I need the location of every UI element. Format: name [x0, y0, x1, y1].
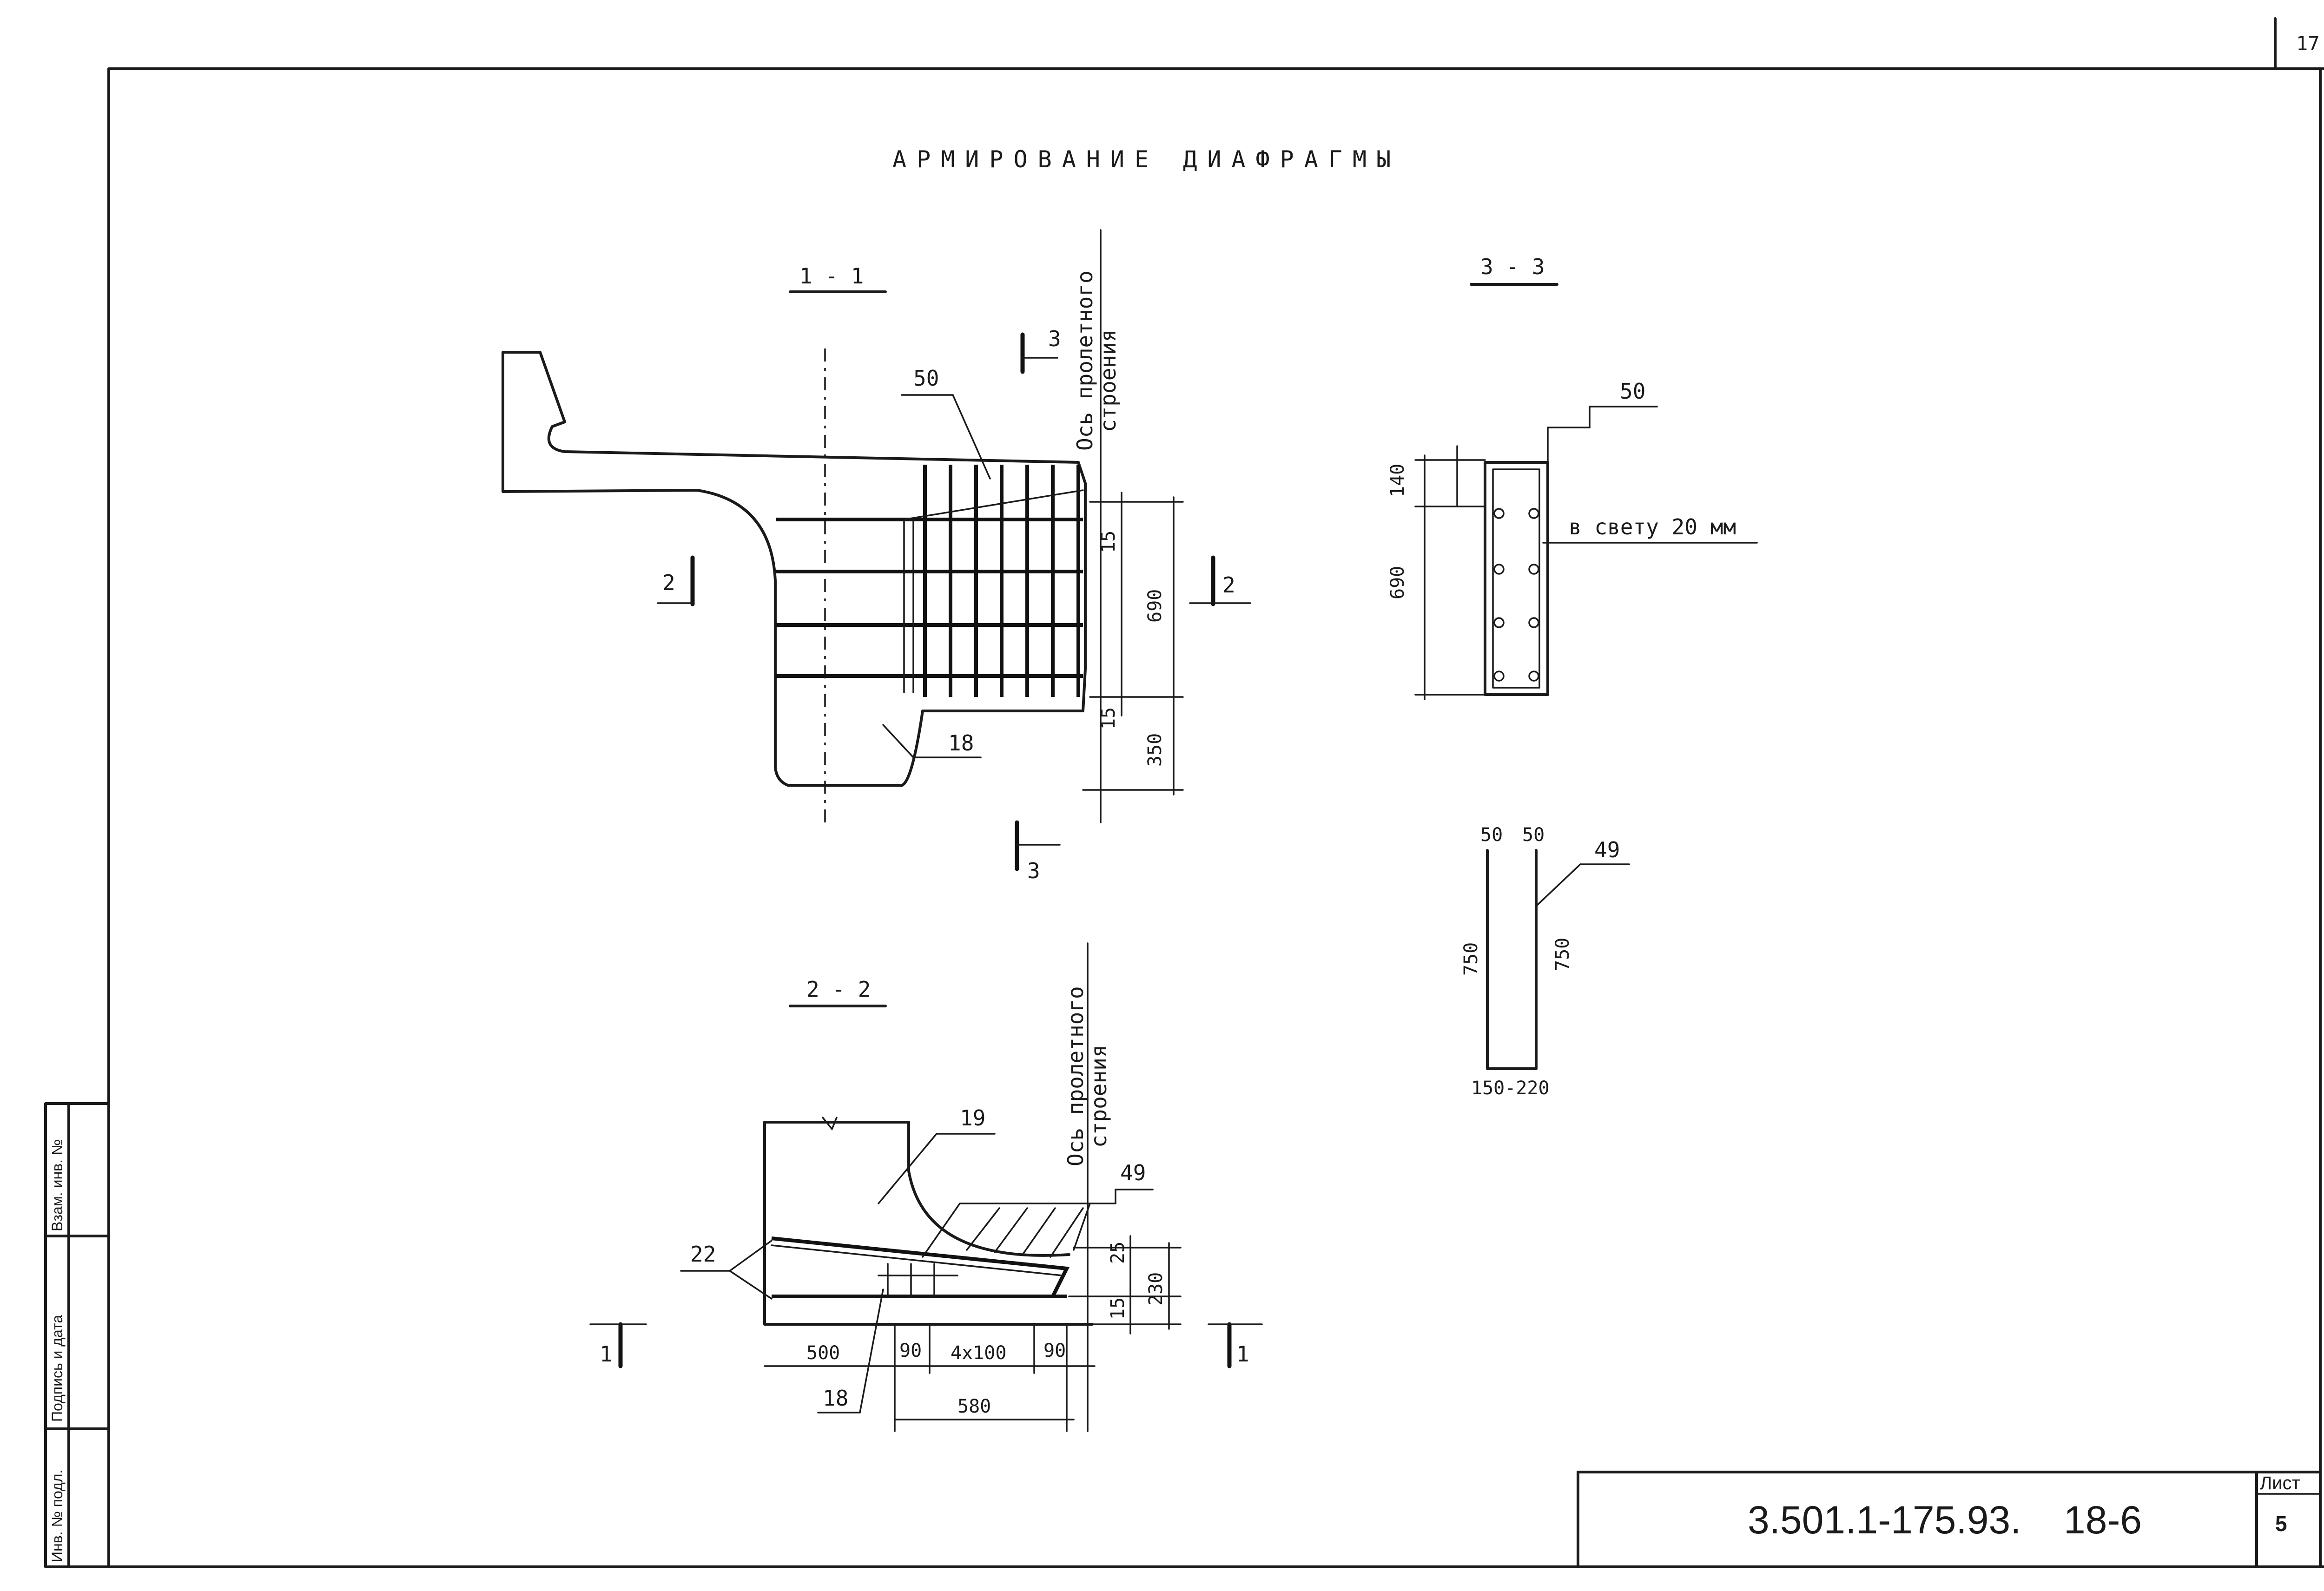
s33-clear-note: в свету 20 мм — [1569, 514, 1736, 539]
section-1-1: 1 - 1 Ось пролетного строения 3 3 — [502, 229, 1251, 883]
bar49-bottom-dim: 150-220 — [1471, 1078, 1550, 1099]
rebar-dots-s33 — [1493, 508, 1539, 682]
dim-s33-690: 690 — [1387, 566, 1408, 599]
side-stamp-label-3: Взам. инв. № — [49, 1139, 66, 1231]
cut-3-bottom-label: 3 — [1027, 858, 1040, 883]
section-2-2: 2 - 2 Ось пролетного строения 19 — [589, 942, 1263, 1432]
bar49-right-dim: 750 — [1552, 938, 1573, 971]
dim-s11-350: 350 — [1144, 733, 1166, 767]
side-stamp: Инв. № подл. Подпись и дата Взам. инв. № — [44, 1102, 110, 1568]
bar49-top-dim-1: 50 — [1480, 824, 1503, 846]
callout-18-s22: 18 — [823, 1386, 848, 1411]
callout-49: 49 — [1120, 1160, 1146, 1185]
bar49-left-dim: 750 — [1460, 942, 1482, 976]
sheet-number: 5 — [2275, 1512, 2287, 1536]
dim-s22-230: 230 — [1145, 1272, 1167, 1306]
cut-2-left-label: 2 — [662, 570, 675, 595]
sheet-number-label: Лист — [2260, 1473, 2300, 1493]
side-stamp-label-1: Инв. № подл. — [49, 1470, 66, 1562]
section-3-3-label: 3 - 3 — [1480, 254, 1545, 279]
dim-s22-90-left: 90 — [899, 1340, 922, 1361]
dim-s33-140: 140 — [1387, 464, 1408, 497]
sheet-code: 18-6 — [2064, 1498, 2142, 1542]
section-1-1-axis-label-1: Ось пролетного — [1072, 270, 1097, 451]
cut-2-right-label: 2 — [1222, 572, 1235, 598]
section-2-2-axis-label-2: строения — [1086, 1045, 1111, 1148]
callout-50-s11: 50 — [913, 366, 939, 391]
dim-s22-25: 25 — [1107, 1242, 1129, 1264]
dim-s22-90-right: 90 — [1043, 1340, 1066, 1361]
page-corner-number: 17 — [2296, 32, 2320, 55]
callout-22: 22 — [690, 1242, 716, 1267]
cut-3-top-label: 3 — [1048, 326, 1061, 351]
dim-s22-500: 500 — [806, 1342, 840, 1364]
dim-s11-690: 690 — [1144, 589, 1166, 623]
bar49-top-dim-2: 50 — [1522, 824, 1545, 846]
dim-s11-15-bottom: 15 — [1098, 707, 1119, 730]
title-block: 3.501.1-175.93. 18-6 Лист 5 — [1577, 1471, 2322, 1568]
side-stamp-label-2: Подпись и дата — [49, 1315, 66, 1422]
cut-1-left-label: 1 — [600, 1341, 613, 1367]
section-2-2-axis-label-1: Ось пролетного — [1063, 986, 1088, 1166]
section-2-2-label: 2 - 2 — [806, 977, 871, 1002]
dim-s22-580: 580 — [957, 1396, 991, 1417]
cut-1-right-label: 1 — [1236, 1341, 1249, 1367]
dim-s22-4x100: 4x100 — [951, 1342, 1006, 1364]
callout-50-s33: 50 — [1620, 379, 1645, 404]
dim-s22-15: 15 — [1107, 1297, 1129, 1320]
sheet-frame: 17 — [107, 17, 2324, 1568]
section-3-3: 3 - 3 50 в свету 20 мм 140 690 — [1387, 254, 1758, 700]
callout-19: 19 — [960, 1105, 985, 1131]
drawing-designation: 3.501.1-175.93. — [1748, 1498, 2021, 1542]
sheet-title: АРМИРОВАНИЕ ДИАФРАГМЫ — [892, 146, 1401, 173]
section-1-1-axis-label-2: строения — [1096, 329, 1121, 432]
section-1-1-label: 1 - 1 — [799, 263, 864, 289]
bar49-callout: 49 — [1594, 837, 1620, 862]
dim-s11-15-top: 15 — [1098, 531, 1119, 553]
bar-49-detail: 50 50 750 750 150-220 49 — [1460, 824, 1630, 1099]
callout-18-s11: 18 — [948, 730, 974, 756]
hatch-s22 — [966, 1207, 1084, 1258]
